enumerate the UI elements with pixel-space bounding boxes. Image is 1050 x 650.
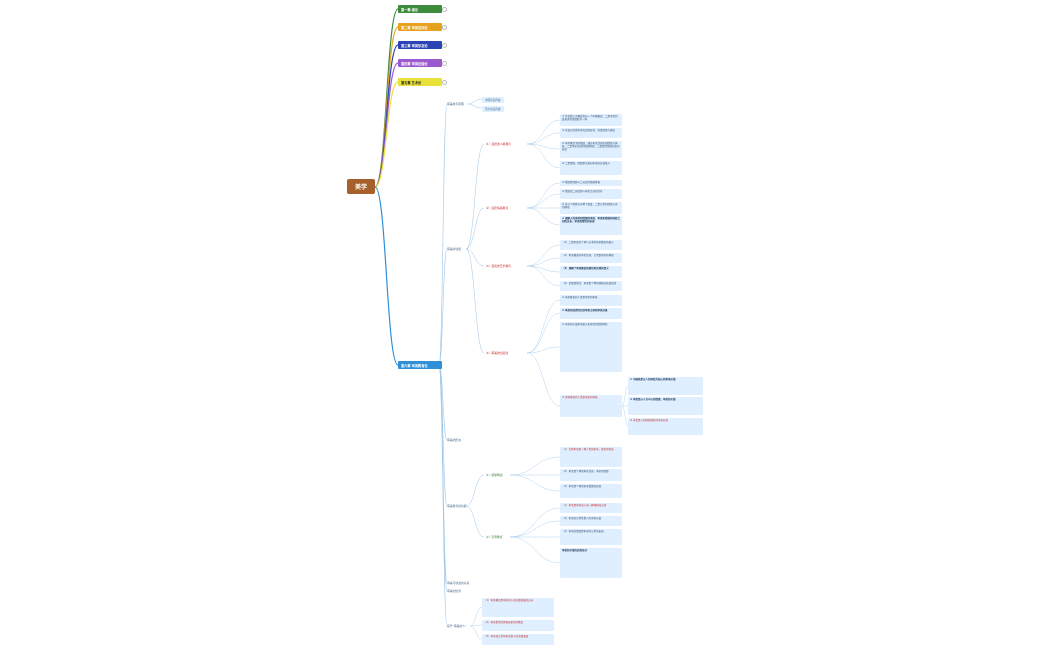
note-card: 审美的价值的表现形式 [560, 548, 622, 578]
note-card: （2）审美教育的审美活动，艺术是审美的体现 [560, 253, 622, 263]
collapse-toggle-icon[interactable] [442, 80, 447, 85]
note-card: ② 审美是以人为中心的情感，审美的价值 [628, 397, 703, 415]
connector-line [526, 132, 561, 145]
note-card: （3）理解了审美教育的理论和实践的意义 [560, 266, 622, 278]
connector-line [509, 456, 561, 476]
connector-line [621, 385, 629, 407]
sub-node[interactable]: 审美与健康的关系 [447, 581, 470, 585]
category-node[interactable]: （1）道德的人格教育 [484, 142, 511, 146]
connector-line [526, 119, 561, 145]
connector-line [509, 520, 561, 538]
connector-line [526, 244, 561, 267]
connector-line [465, 143, 485, 250]
note-card: （3）审美和艺术的审美是人的全面发展 [482, 634, 554, 645]
connector-line [438, 103, 448, 366]
note-card: ① 审美教育的人性是审美的本质 [560, 295, 622, 306]
chapter-2-node[interactable]: 第二章 审美活动论 [398, 23, 442, 31]
collapse-toggle-icon[interactable] [442, 43, 447, 48]
collapse-toggle-icon[interactable] [442, 61, 447, 66]
connector-line [509, 474, 561, 492]
note-card: ① 审美教育的人性是审美的本质 [560, 395, 622, 417]
note-card: ① 情感是经典与二元论的情感体现 [560, 180, 622, 186]
category-node[interactable]: （1）能够陶冶 [484, 473, 503, 477]
connector-line [374, 8, 399, 188]
note-card: ③ 审美教育下的情感，通过审美活动实现情感与体验，二是审美活动的情感体现，二是感… [560, 141, 622, 158]
connector-line [621, 405, 629, 427]
category-node[interactable]: （3）道德的艺术教育 [484, 264, 511, 268]
note-card: （4）美是感性的，审美是个体的体验的表现形式 [560, 281, 622, 291]
category-node[interactable]: （4）审美的创造性 [484, 351, 509, 355]
connector-line [526, 299, 561, 354]
connector-line [526, 182, 561, 209]
sub-node[interactable]: 提升"审美的人" [447, 624, 467, 628]
note-card: （1）二是审美的个体与艺术的审美教育的意义 [560, 240, 622, 250]
sub-node[interactable]: 审美的形态 [447, 438, 461, 442]
connector-line [509, 507, 561, 538]
connector-line [526, 265, 561, 287]
connector-line [465, 207, 485, 250]
connector-line [374, 186, 399, 366]
chapter-5-node[interactable]: 第五章 艺术论 [398, 78, 442, 86]
sub-node[interactable]: 审美教育原理 [447, 102, 464, 106]
note-card: ② 美育对美是审美的实践形式，但是情感与理念 [560, 128, 622, 138]
connector-line [526, 312, 561, 354]
connector-line [374, 81, 399, 188]
note-card: （3）审美的情感是审美的艺术的表现 [560, 529, 622, 545]
note-card: ① 美育是心灵教育指向一个中枢概念，二是审美的真善美的情感统为一体 [560, 114, 622, 126]
chapter-3-node[interactable]: 第三章 审美形态论 [398, 41, 442, 49]
collapse-toggle-icon[interactable] [442, 25, 447, 30]
note-card: ③ 审美是人的情感体验的审美价值 [628, 418, 703, 435]
collapse-toggle-icon[interactable] [442, 7, 447, 12]
connector-line [526, 257, 561, 267]
connector-line [465, 505, 485, 538]
note-card: ① 中国美是以人的体验为核心的审美价值 [628, 377, 703, 395]
chapter-1-node[interactable]: 第一章 绪论 [398, 5, 442, 13]
chapter-6-node[interactable]: 第六章 审美教育论 [398, 361, 442, 369]
connector-line [465, 248, 485, 354]
note-card: （2）审美是个体的审美活动，审美的情感 [560, 469, 622, 481]
connector-line [465, 474, 485, 507]
connector-line [466, 103, 483, 109]
category-node[interactable]: （2）引导教育 [484, 535, 503, 539]
connector-line [526, 143, 561, 150]
note-card: （1）主体审美是一种人性的审美，是美的本质 [560, 447, 622, 467]
connector-line [469, 624, 483, 627]
sub-node[interactable]: 审美的功能 [447, 247, 461, 251]
category-node[interactable]: （2）道德情感教育 [484, 206, 509, 210]
connector-line [438, 364, 448, 627]
root-node[interactable]: 美学 [347, 179, 375, 194]
note-card: （2）审美的艺术性是人的审美价值 [560, 516, 622, 526]
connector-line [438, 364, 448, 507]
note-card: ③ 美与个体是在于两个维度，二是艺术的情感与美的体现 [560, 202, 622, 214]
chapter-4-node[interactable]: 第四章 审美经验论 [398, 59, 442, 67]
connector-line [469, 625, 483, 640]
principle-item[interactable]: 西方审美传统 [482, 106, 504, 112]
note-card: ② 审美的创造性包括审美主体和审美对象 [560, 308, 622, 319]
connector-line [466, 98, 483, 105]
connector-line [526, 352, 561, 407]
sub-node[interactable]: 审美的边界 [447, 589, 461, 593]
connector-line [526, 346, 561, 354]
note-card: （1）审美教育是审美的人的全面发展的方向 [482, 598, 554, 617]
sub-node[interactable]: 审美教育的功能 [447, 504, 467, 508]
connector-line [465, 248, 485, 267]
connector-line [374, 62, 399, 188]
connector-line [469, 606, 483, 627]
note-card: ② 情感的二元情感与审美之间的关系 [560, 189, 622, 199]
note-card: （1）审美是审美的人的一种体验的方式 [560, 503, 622, 513]
note-card: ④ 二是情感，情感是认知和审美的价值意义 [560, 161, 622, 175]
note-card: （2）审美是美的体现和审美的教育 [482, 620, 554, 631]
principle-item[interactable]: 中国审美传统 [482, 97, 504, 103]
connector-line [526, 193, 561, 209]
connector-line [509, 536, 561, 564]
connector-line [526, 207, 561, 226]
note-card: ③ 审美的价值审美意义和审美的情感体验 [560, 322, 622, 372]
note-card: （3）审美是个体的审美情感的表现 [560, 484, 622, 498]
connector-line [438, 248, 448, 366]
connector-line [526, 143, 561, 169]
note-card: ④ 理解人的审美和情感的审美，审美和情感的体验之间的关系，审美是感性的表现 [560, 216, 622, 235]
